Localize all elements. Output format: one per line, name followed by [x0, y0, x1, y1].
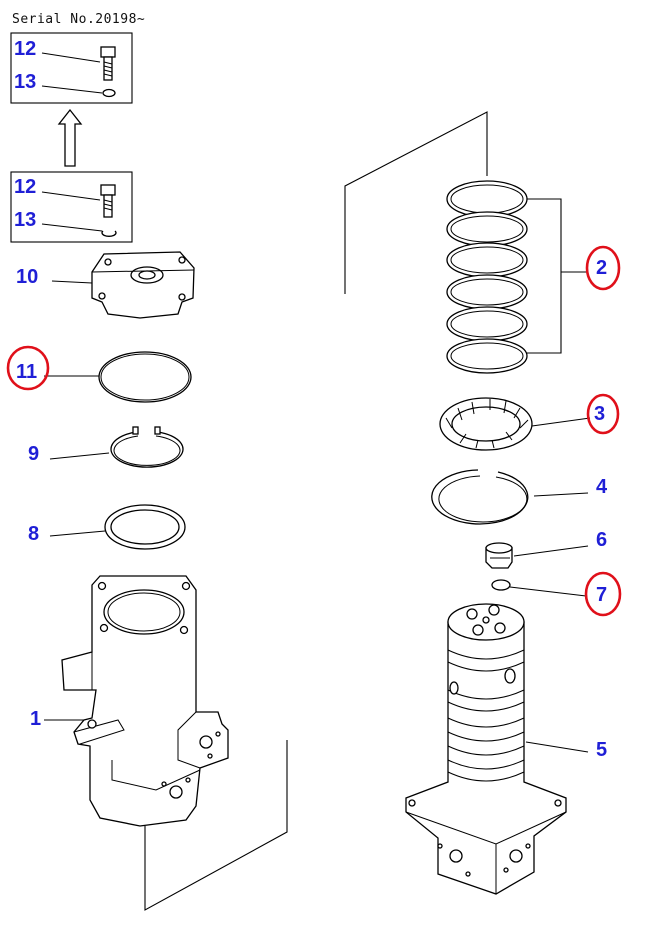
highlight-circle-11 — [6, 345, 50, 391]
part-3-dust-seal: 3 — [439, 393, 620, 451]
assembly-reference-lines — [144, 111, 488, 911]
callout-3: 3 — [594, 403, 605, 425]
part-6-plug: 6 — [485, 529, 607, 569]
callout-13-new: 13 — [14, 71, 36, 93]
callout-6: 6 — [596, 529, 607, 551]
part-9-snap-ring: 9 — [28, 426, 184, 468]
callout-7: 7 — [596, 584, 607, 606]
part-5-swivel-shaft: 5 — [405, 603, 607, 895]
callout-13-old: 13 — [14, 209, 36, 231]
callout-12-old: 12 — [14, 176, 36, 198]
callout-9: 9 — [28, 443, 39, 465]
highlight-circle-3 — [586, 393, 620, 435]
callout-1: 1 — [30, 708, 41, 730]
highlight-circle-2 — [585, 245, 621, 291]
bolt-washer-box-new: 12 13 — [10, 32, 133, 104]
callout-4: 4 — [596, 476, 608, 498]
part-1-housing: 1 — [30, 575, 229, 827]
callout-11: 11 — [16, 361, 37, 383]
bolt-washer-box-old: 12 13 — [10, 171, 133, 243]
part-11-o-ring: 11 — [6, 345, 192, 403]
serial-number-label: Serial No.20198~ — [12, 12, 146, 27]
part-4-snap-ring: 4 — [431, 469, 608, 525]
callout-8: 8 — [28, 523, 39, 545]
callout-10: 10 — [16, 266, 38, 288]
supersession-arrow — [57, 108, 83, 167]
highlight-circle-7 — [584, 571, 622, 617]
part-7-o-ring: 7 — [491, 571, 622, 617]
part-8-ring: 8 — [28, 504, 186, 550]
part-2-seal-set: 2 — [446, 180, 621, 374]
part-10-cover: 10 — [16, 251, 195, 319]
callout-2: 2 — [596, 257, 607, 279]
callout-12-new: 12 — [14, 38, 36, 60]
callout-5: 5 — [596, 739, 607, 761]
